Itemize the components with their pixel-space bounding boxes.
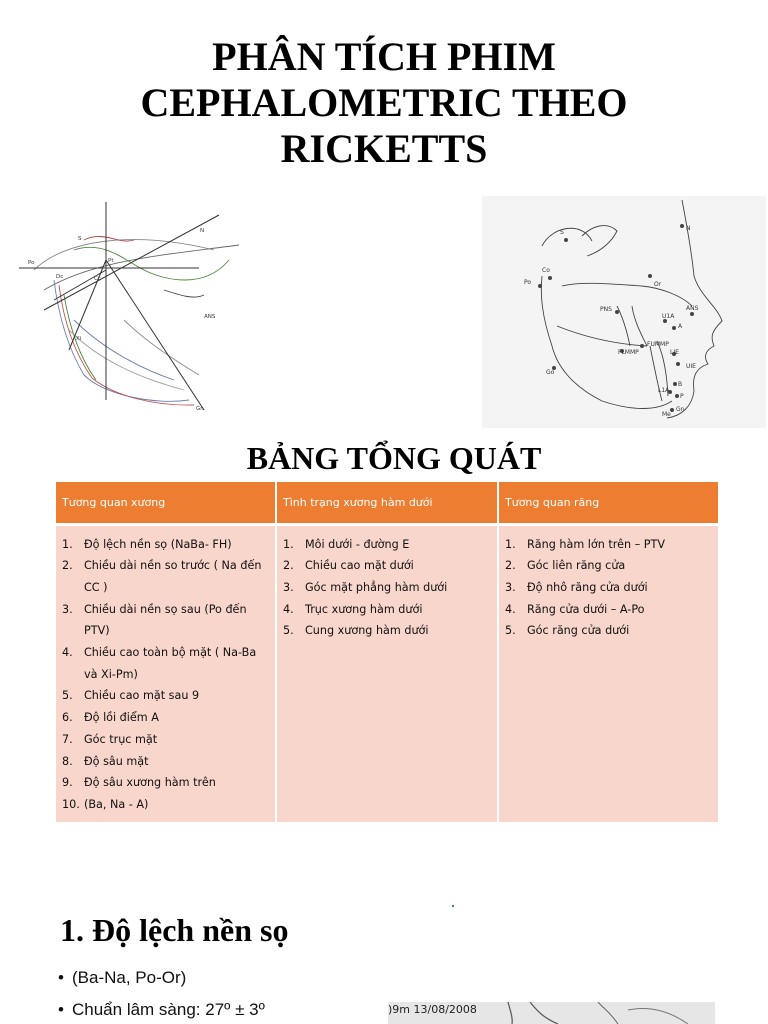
diagram-right-label: Me — [662, 411, 671, 418]
column-header: Tương quan răng — [498, 482, 718, 526]
list-item: 5.Góc răng cửa dưới — [505, 624, 630, 638]
diagram-left-label: Xi — [76, 336, 82, 342]
diagram-right-label: U1A — [662, 313, 675, 320]
list-item: 5.Chiều cao mặt sau 9 — [62, 689, 200, 703]
cephalometric-profile-diagram: S N Po Co Or PNS ANS U1A A FUMMP FLMMP L… — [482, 196, 766, 428]
list-item: 2.Chiều cao mặt dưới — [283, 559, 414, 573]
diagram-right-label: FUMMP — [647, 341, 669, 348]
skeletal-list: 1.Độ lệch nền sọ (NaBa- FH) 2.Chiều dài … — [62, 534, 269, 816]
diagram-right-label: P — [680, 393, 684, 400]
page-title: PHÂN TÍCH PHIM CEPHALOMETRIC THEO RICKET… — [0, 34, 768, 172]
title-line-1: PHÂN TÍCH PHIM — [212, 34, 556, 79]
diagram-right-label: ANS — [686, 305, 699, 312]
diagram-right-label: N — [686, 225, 691, 232]
diagram-right-label: Po — [524, 279, 531, 286]
list-item: (Ba-Na, Po-Or) — [58, 962, 265, 994]
diagram-right-label: S — [560, 229, 564, 236]
title-line-2: CEPHALOMETRIC THEO — [140, 80, 628, 125]
list-item: Chuẩn lâm sàng: 27º ± 3º — [58, 994, 265, 1024]
xray-date-stamp: )9m 13/08/2008 — [388, 1003, 477, 1016]
summary-table: Tương quan xương Tình trạng xương hàm dư… — [56, 482, 718, 822]
column-header: Tương quan xương — [56, 482, 277, 526]
list-item: 3.Chiều dài nền sọ sau (Po đến PTV) — [62, 602, 247, 638]
list-item: 5.Cung xương hàm dưới — [283, 624, 429, 638]
diagram-right-label: B — [678, 381, 682, 388]
dental-list: 1.Răng hàm lớn trên – PTV 2.Góc liên răn… — [505, 534, 712, 643]
diagram-left-label: S — [78, 236, 82, 242]
diagram-right-label: L1A — [658, 387, 670, 394]
list-item: 10.(Ba, Na - A) — [62, 797, 149, 811]
list-item: 7.Góc trục mặt — [62, 732, 158, 746]
table-row: 1.Độ lệch nền sọ (NaBa- FH) 2.Chiều dài … — [56, 524, 718, 822]
table-title: BẢNG TỔNG QUÁT — [246, 440, 542, 476]
xray-texture — [507, 1002, 689, 1024]
diagram-left-label: Gn — [196, 406, 204, 412]
diagram-left-label: Pt — [108, 258, 114, 264]
column-header: Tình trạng xương hàm dưới — [276, 482, 499, 526]
diagram-right-label: Go — [546, 369, 555, 376]
list-item: 9.Độ sâu xương hàm trên — [62, 776, 216, 790]
list-item: 2.Chiều dài nền so trước ( Na đến CC ) — [62, 559, 262, 594]
table-header-row: Tương quan xương Tình trạng xương hàm dư… — [56, 482, 718, 526]
list-item: 4.Trục xương hàm dưới — [283, 602, 423, 616]
list-item: 6.Độ lồi điểm A — [62, 711, 159, 725]
list-item: 2.Góc liên răng cửa — [505, 559, 626, 573]
table-cell-mandible: 1.Môi dưới - đường E 2.Chiều cao mặt dướ… — [276, 524, 499, 822]
list-item: 1.Răng hàm lớn trên – PTV — [505, 537, 666, 551]
list-item: 3.Độ nhô răng cửa dưới — [505, 580, 648, 594]
list-item: 3.Góc mặt phẳng hàm dưới — [283, 580, 448, 594]
section-heading: 1. Độ lệch nền sọ — [60, 912, 289, 948]
mandible-list: 1.Môi dưới - đường E 2.Chiều cao mặt dướ… — [283, 534, 491, 643]
list-item: 1.Môi dưới - đường E — [283, 537, 410, 551]
diagram-right-label: LIE — [670, 349, 679, 356]
ricketts-tracing-diagram: S N Po Pt Dc Cc ANS Xi Gn — [19, 202, 240, 412]
diagram-right-label: Gn — [676, 406, 685, 413]
decorative-dot — [452, 905, 454, 907]
table-cell-skeletal: 1.Độ lệch nền sọ (NaBa- FH) 2.Chiều dài … — [56, 524, 277, 822]
table-cell-dental: 1.Răng hàm lớn trên – PTV 2.Góc liên răn… — [498, 524, 718, 822]
diagram-right-label: PNS — [600, 306, 612, 313]
diagram-left-label: N — [200, 228, 204, 234]
diagram-left-label: Dc — [56, 274, 63, 280]
diagram-right-label: Or — [654, 281, 662, 288]
diagram-left-label: ANS — [204, 314, 216, 320]
title-line-3: RICKETTS — [280, 126, 488, 171]
diagram-right-label: FLMMP — [618, 349, 639, 356]
list-item: 4.Chiều cao toàn bộ mặt ( Na-Ba và Xi-Pm… — [62, 646, 257, 681]
list-item: 4.Răng cửa dưới – A-Po — [505, 602, 645, 616]
diagram-right-label: A — [678, 323, 683, 330]
diagram-right-label: UIE — [686, 363, 696, 370]
diagram-left-label: Cc — [94, 276, 101, 282]
xray-image: )9m 13/08/2008 — [388, 1002, 715, 1024]
list-item: 8.Độ sâu mặt — [62, 754, 149, 768]
diagram-left-label: Po — [28, 260, 35, 266]
section-bullet-list: (Ba-Na, Po-Or) Chuẩn lâm sàng: 27º ± 3º — [58, 962, 265, 1024]
diagram-right-label: Co — [542, 267, 550, 274]
list-item: 1.Độ lệch nền sọ (NaBa- FH) — [62, 537, 232, 551]
